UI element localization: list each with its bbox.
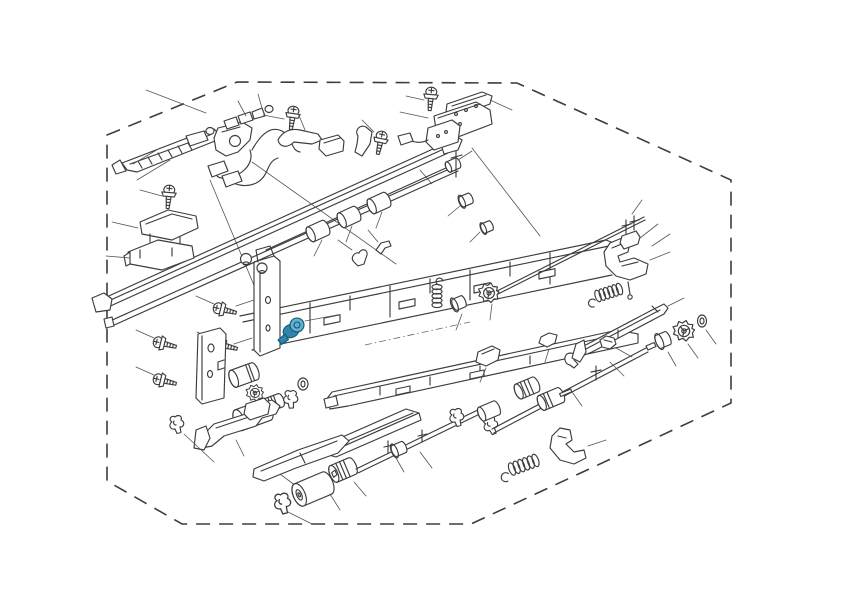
solenoid-assembly [397, 86, 513, 151]
shaft-roller [336, 205, 362, 229]
upper-roller-shaft [103, 150, 473, 329]
rod-bushings [447, 192, 494, 243]
shaft-pin-pair [621, 215, 640, 235]
feeder-frame [323, 329, 639, 410]
shaft-bearing [389, 440, 408, 459]
side-bracket-plate [195, 327, 227, 405]
sensor-bracket-lower [123, 239, 195, 271]
main-frame [233, 239, 617, 357]
harness-wires [207, 128, 301, 188]
roller-holder-arm [169, 397, 281, 463]
lever-bracket [603, 223, 671, 300]
center-spring [431, 277, 444, 309]
frame-clips [337, 229, 392, 267]
projection-lines [209, 147, 541, 346]
pickup-roller [291, 471, 335, 507]
sensor-bracket [105, 184, 199, 271]
solenoid-body [425, 101, 493, 151]
idler-roller [476, 400, 502, 422]
diagram-border [106, 81, 732, 525]
multi-pin-connector [223, 104, 274, 130]
coil-spring [587, 282, 624, 308]
tension-spring [500, 453, 540, 483]
paper-chute [252, 434, 350, 493]
bracket-clip [538, 332, 558, 348]
right-guide-rail [571, 297, 685, 363]
bushing-cap [239, 252, 253, 266]
spur-washer [696, 314, 708, 328]
release-lever [549, 427, 607, 465]
bracket-clip [619, 230, 641, 250]
highlighted-screw[interactable] [277, 314, 338, 346]
washer [297, 377, 309, 391]
right-gear-cluster [654, 314, 717, 367]
bushing-cap [256, 262, 268, 274]
feed-shaft [491, 341, 657, 434]
shaft-roller [305, 219, 331, 243]
spacer-roller [228, 362, 260, 388]
pickup-assembly [273, 457, 367, 525]
shaft-collar-pin [444, 157, 462, 173]
assembly-leader-line [145, 89, 207, 114]
shaft-pin [383, 429, 428, 454]
connector-housing [318, 134, 345, 157]
rail-clip [599, 335, 617, 350]
wire-harness [111, 93, 345, 188]
shaft-pin [590, 365, 602, 381]
bushing-roller [654, 331, 672, 351]
solenoid-connector [397, 132, 414, 146]
clutch-roller-b [536, 387, 573, 411]
upper-right-shaft [496, 199, 671, 295]
center-gear-leaders [455, 303, 493, 331]
pickup-shaft [355, 405, 500, 474]
one-way-clutch [328, 457, 358, 483]
center-bushing [449, 295, 467, 313]
clip-bracket [354, 119, 391, 157]
latch-lever [213, 121, 253, 157]
shaft-roller [366, 191, 392, 215]
clutch-roller-a [513, 376, 541, 400]
cam-guide [475, 332, 579, 383]
